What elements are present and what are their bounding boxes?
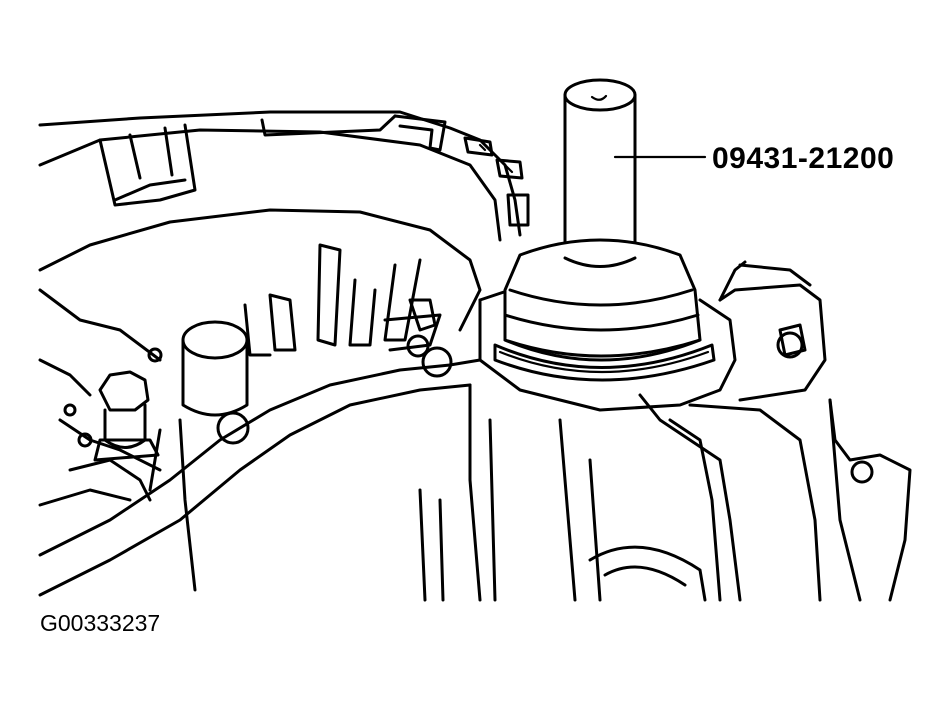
- transaxle-housing: [38, 110, 912, 602]
- part-number-callout: 09431-21200: [712, 142, 895, 175]
- figure-id: G00333237: [40, 610, 161, 636]
- sst-tool: [493, 78, 716, 382]
